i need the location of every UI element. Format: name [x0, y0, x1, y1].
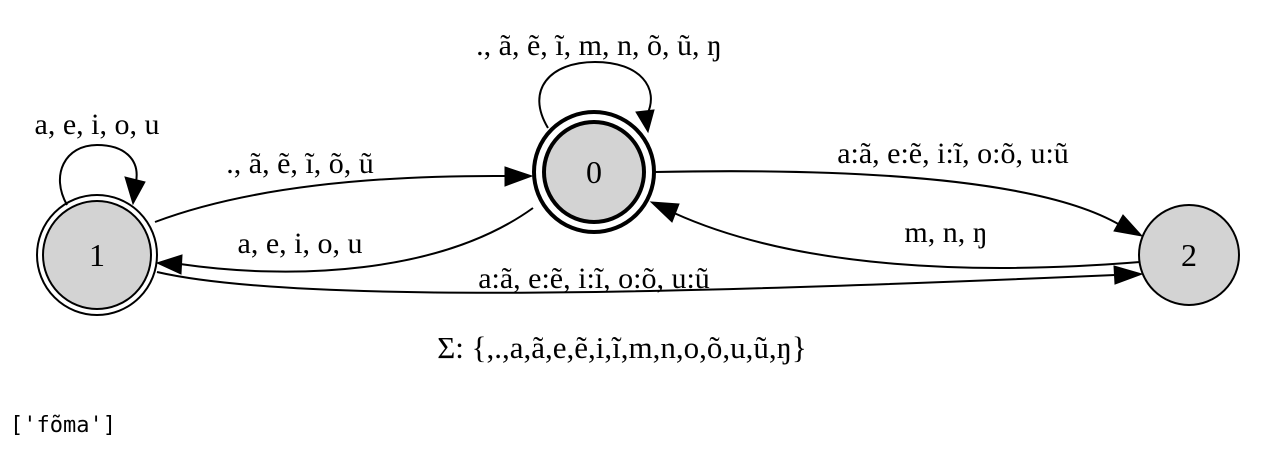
arrowhead — [1113, 214, 1144, 237]
edge-label-1-2: a:ã, e:ẽ, i:ĩ, o:õ, u:ũ — [478, 262, 710, 295]
state-1-label: 1 — [89, 237, 105, 273]
output-text: ['fõma'] — [10, 413, 116, 438]
edge-label-1-1: a, e, i, o, u — [35, 108, 160, 141]
state-0-circle — [542, 120, 646, 224]
state-1-outer-ring — [36, 194, 158, 316]
arrowhead — [504, 166, 534, 187]
state-2: 2 — [1138, 204, 1240, 306]
state-1-circle — [42, 200, 152, 310]
edge-1-1: a, e, i, o, u — [35, 108, 160, 206]
state-1: 1 — [36, 194, 158, 316]
arrowhead — [1113, 265, 1144, 285]
edge-2-0: m, n, ŋ — [649, 201, 1141, 269]
state-2-label: 2 — [1181, 237, 1197, 273]
edge-label-0-2: a:ã, e:ẽ, i:ĩ, o:õ, u:ũ — [837, 137, 1069, 170]
arrowhead — [124, 176, 146, 206]
edge-0-1: a, e, i, o, u — [155, 207, 534, 275]
edge-label-2-0: m, n, ŋ — [904, 216, 987, 249]
arrowhead — [649, 201, 680, 223]
alphabet-label: Σ: {,.,a,ã,e,ẽ,i,ĩ,m,n,o,õ,u,ũ,ŋ} — [437, 330, 807, 365]
edge-0-0: ., ã, ẽ, ĩ, m, n, õ, ũ, ŋ — [476, 29, 722, 134]
edge-label-0-1: a, e, i, o, u — [238, 227, 363, 260]
state-0-label: 0 — [586, 154, 602, 190]
arrowhead — [635, 109, 655, 134]
state-2-circle — [1138, 204, 1240, 306]
edge-label-1-0: ., ã, ẽ, ĩ, õ, ũ — [226, 147, 373, 180]
fsa-diagram: ., ã, ẽ, ĩ, m, n, õ, ũ, ŋ a, e, i, o, u … — [35, 29, 1240, 365]
state-0-outer-ring — [532, 110, 656, 234]
state-0: 0 — [532, 110, 656, 234]
edge-1-0: ., ã, ẽ, ĩ, õ, ũ — [154, 147, 534, 223]
edge-1-2: a:ã, e:ẽ, i:ĩ, o:õ, u:ũ — [156, 262, 1144, 295]
edge-0-2: a:ã, e:ẽ, i:ĩ, o:õ, u:ũ — [654, 137, 1144, 237]
edge-label-0-0: ., ã, ẽ, ĩ, m, n, õ, ũ, ŋ — [476, 29, 722, 62]
arrowhead — [155, 254, 183, 275]
